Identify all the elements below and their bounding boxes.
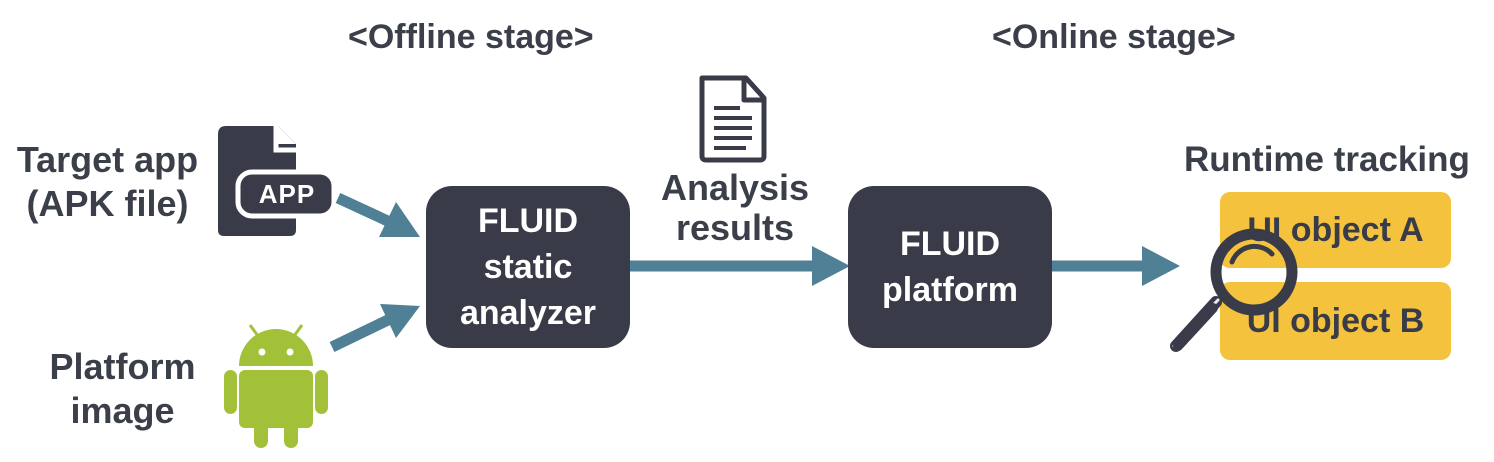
- analyzer-line1: FLUID: [477, 202, 579, 240]
- offline-stage-label: <Offline stage>: [348, 18, 594, 56]
- ui-object-b: UI object B: [1220, 282, 1451, 360]
- target-app-line1: Target app: [16, 139, 199, 180]
- apk-icon-text: APP: [258, 179, 316, 209]
- analyzer-line3: analyzer: [459, 294, 597, 332]
- fluid-static-analyzer-box: FLUID static analyzer: [426, 186, 630, 348]
- target-app-label: Target app (APK file): [10, 138, 205, 226]
- ui-object-a: UI object A: [1220, 192, 1451, 268]
- arrow-app-to-analyzer: [335, 193, 395, 228]
- analysis-results-line2: results: [675, 207, 795, 248]
- platform-line2: platform: [882, 271, 1018, 309]
- fluid-platform-box: FLUID platform: [848, 186, 1052, 348]
- analysis-results-label: Analysis results: [640, 168, 830, 248]
- platform-line1: FLUID: [899, 225, 1001, 263]
- platform-image-line2: image: [70, 390, 175, 431]
- arrow-platform-to-analyzer: [329, 314, 393, 352]
- runtime-tracking-title: Runtime tracking: [1184, 140, 1470, 179]
- platform-image-line1: Platform: [49, 346, 196, 387]
- online-stage-label: <Online stage>: [992, 18, 1236, 56]
- analysis-results-line1: Analysis: [660, 167, 810, 208]
- target-app-line2: (APK file): [26, 183, 189, 224]
- analyzer-line2: static: [483, 248, 573, 286]
- platform-image-label: Platform image: [40, 345, 205, 433]
